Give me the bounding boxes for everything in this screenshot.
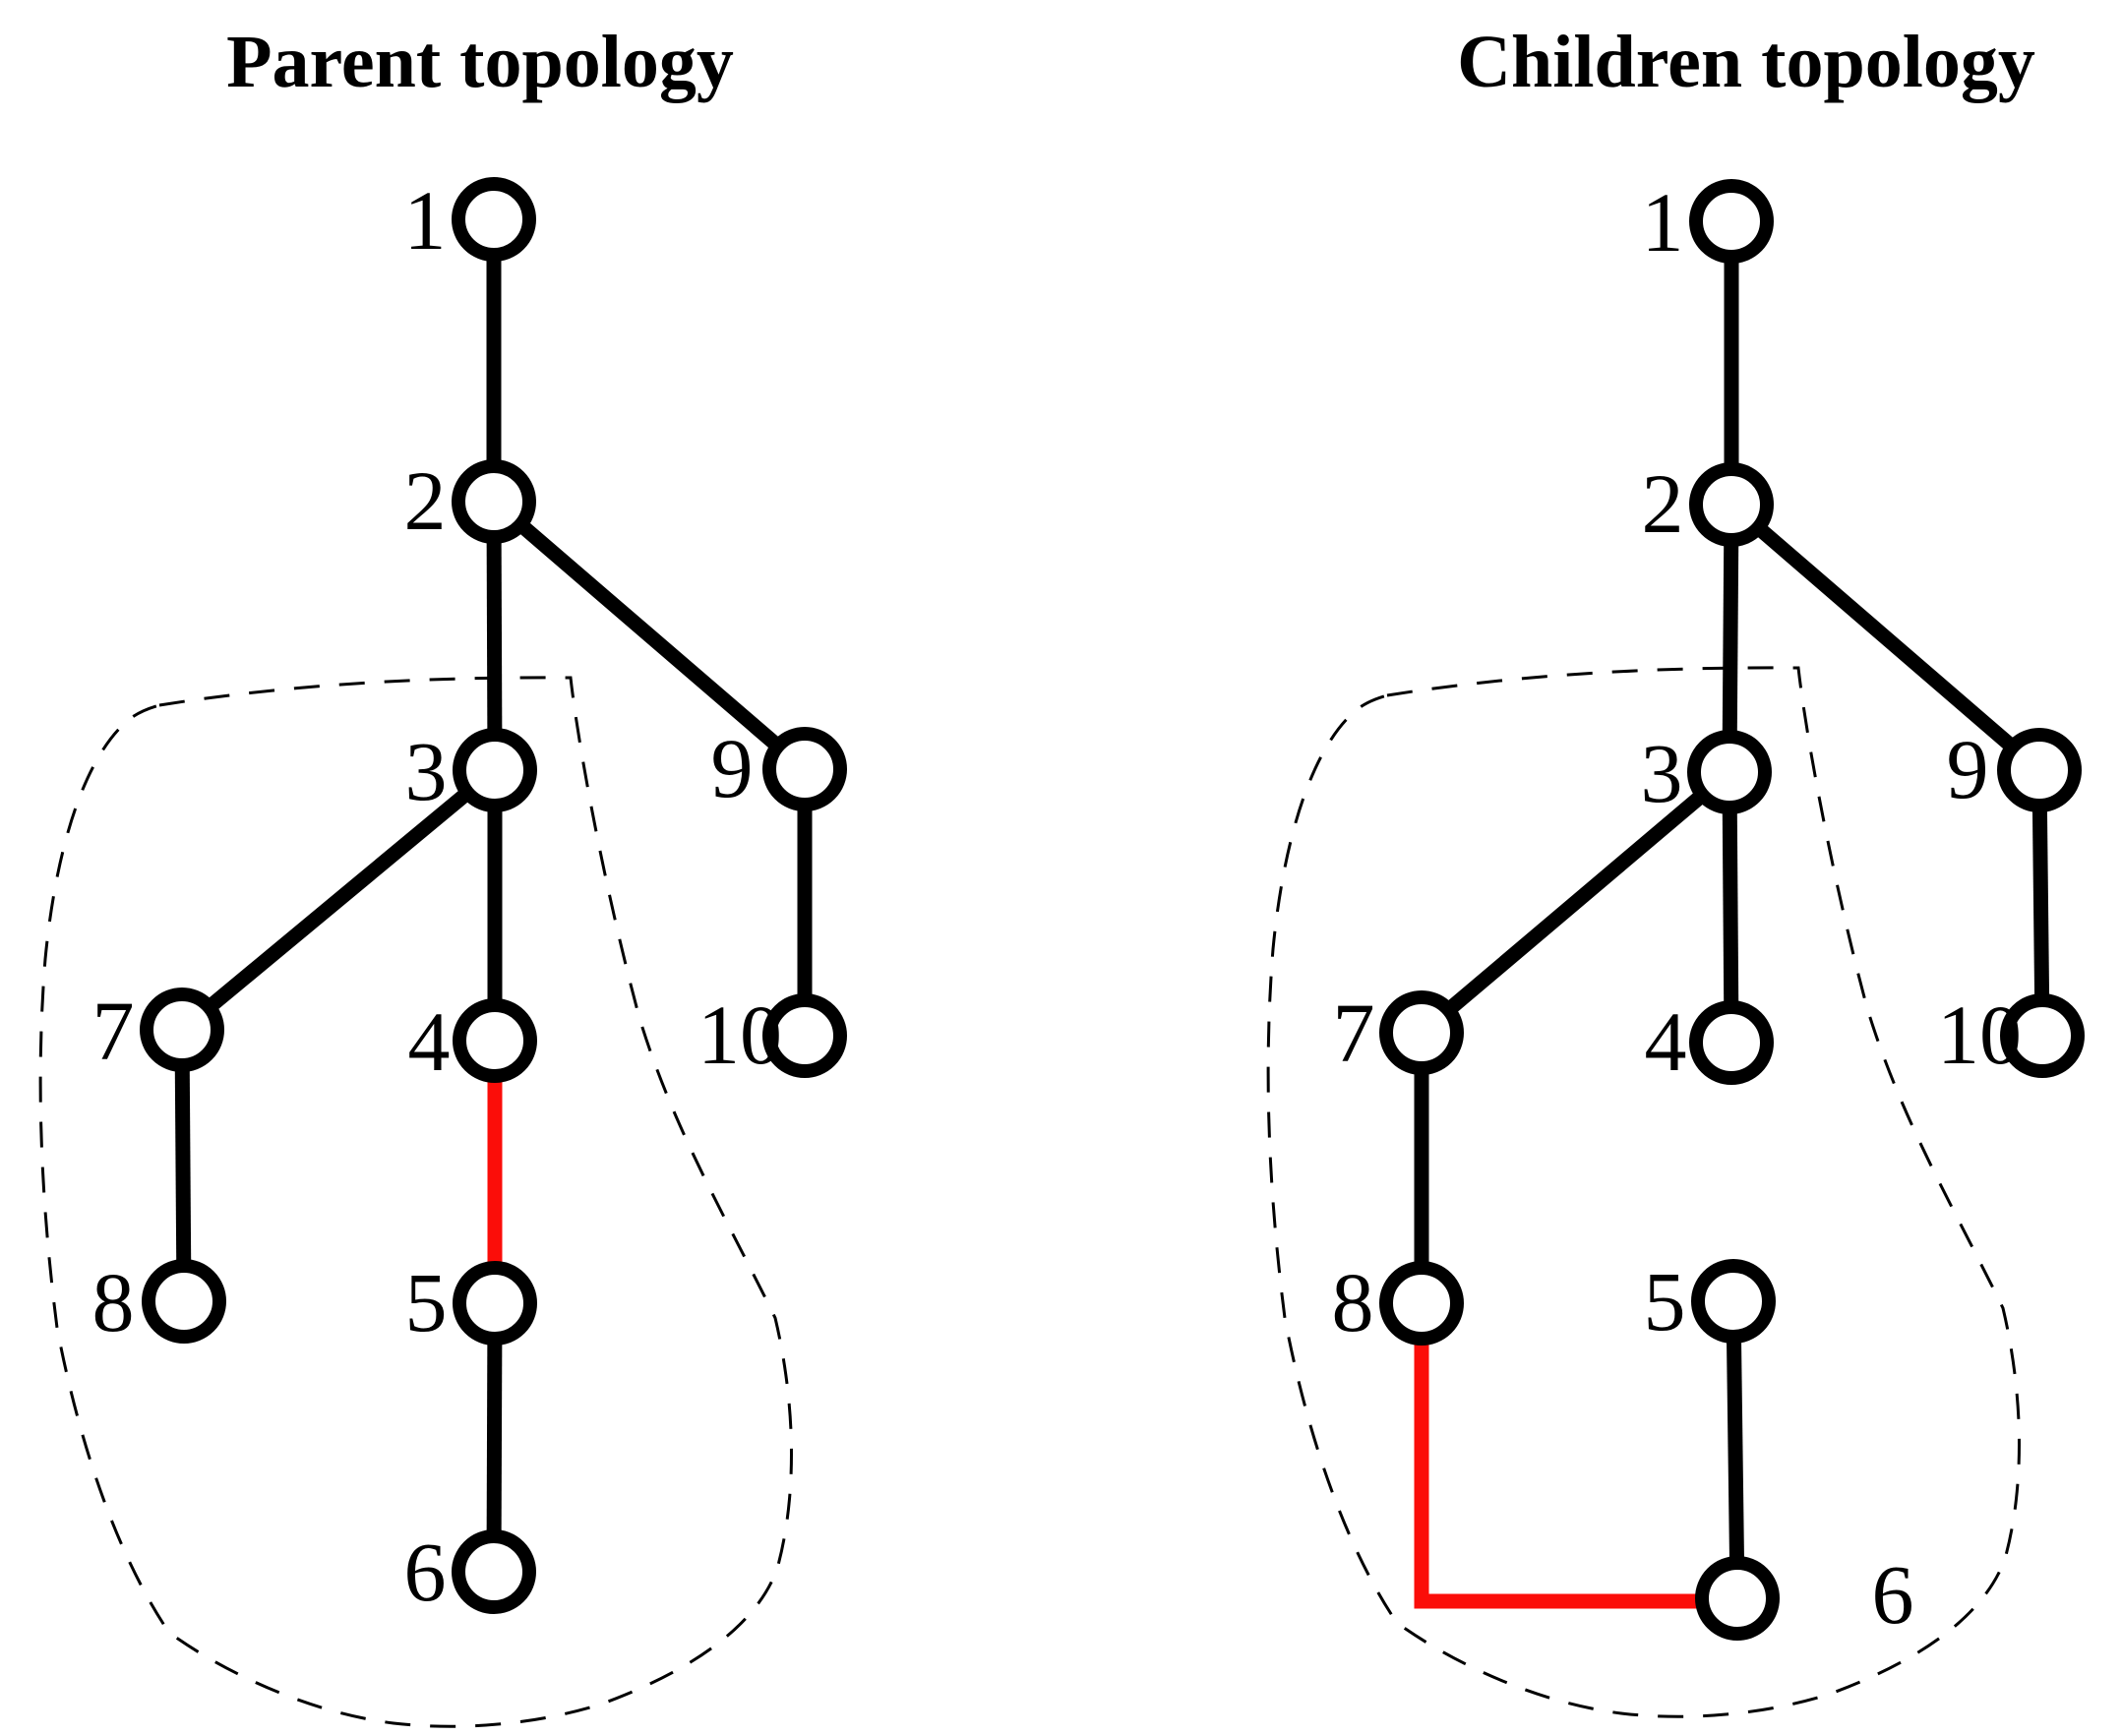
parent-topology-node-3 — [453, 728, 537, 812]
children-topology-node-7-label: 7 — [1333, 986, 1375, 1080]
children-topology-node-7 — [1379, 990, 1464, 1075]
children-topology-edge-8-6-highlighted — [1414, 1303, 1737, 1609]
parent-topology-node-8-label: 8 — [92, 1255, 135, 1349]
children-topology-edge-2-3 — [1722, 504, 1739, 773]
parent-topology-node-1 — [452, 177, 536, 262]
parent-topology-node-2-label: 2 — [404, 453, 447, 548]
parent-topology-node-6 — [452, 1529, 536, 1614]
parent-topology-node-7-label: 7 — [92, 984, 135, 1078]
parent-topology-group: 1 2 3 9 7 4 10 8 5 6 — [38, 173, 847, 1728]
parent-topology-node-4 — [453, 998, 537, 1083]
children-topology-node-2-label: 2 — [1642, 456, 1684, 551]
children-topology-edge-9-10 — [2031, 769, 2050, 1037]
children-topology-edge-3-4 — [1722, 771, 1739, 1044]
children-topology-node-9-label: 9 — [1947, 722, 1989, 816]
children-topology-node-3-label: 3 — [1641, 726, 1683, 820]
children-topology-node-6-label: 6 — [1872, 1547, 1914, 1642]
children-topology-node-9 — [1997, 728, 2082, 812]
children-topology-node-8-label: 8 — [1332, 1255, 1374, 1349]
parent-topology-title: Parent topology — [226, 21, 734, 103]
children-topology-node-5 — [1691, 1259, 1776, 1344]
children-topology-edge-2-9 — [1727, 499, 2044, 776]
parent-topology-subtree-outline — [38, 676, 793, 1728]
parent-topology-node-10-label: 10 — [697, 988, 782, 1082]
parent-topology-node-9-label: 9 — [711, 721, 754, 815]
children-topology-node-8 — [1379, 1261, 1464, 1346]
children-topology-node-3 — [1687, 730, 1772, 814]
parent-topology-node-3-label: 3 — [405, 724, 448, 818]
parent-topology-edge-2-3 — [486, 501, 503, 771]
children-topology-node-2 — [1689, 462, 1774, 547]
parent-topology-edge-5-6 — [486, 1302, 503, 1573]
parent-topology-edge-2-9 — [489, 496, 810, 775]
children-topology-node-10 — [2000, 993, 2085, 1078]
parent-topology-node-1-label: 1 — [404, 173, 447, 268]
parent-topology-edge-3-7 — [177, 764, 500, 1036]
parent-topology-node-6-label: 6 — [404, 1525, 447, 1619]
parent-topology-edge-7-8 — [174, 1029, 192, 1302]
children-topology-group: 1 2 3 9 7 4 10 8 5 6 — [1266, 175, 2085, 1718]
children-topology-edge-5-6 — [1726, 1300, 1745, 1599]
parent-topology-node-9 — [762, 727, 847, 811]
parent-topology-node-5-label: 5 — [405, 1255, 448, 1349]
children-topology-node-10-label: 10 — [1937, 988, 2022, 1082]
children-topology-node-4 — [1689, 1000, 1774, 1085]
children-topology-title: Children topology — [1457, 21, 2035, 103]
children-topology-edge-3-7 — [1417, 766, 1734, 1039]
children-topology-node-4-label: 4 — [1645, 994, 1687, 1089]
parent-topology-node-5 — [453, 1261, 537, 1346]
parent-topology-node-8 — [142, 1259, 226, 1344]
children-topology-node-6 — [1695, 1556, 1780, 1641]
parent-topology-node-7 — [140, 988, 224, 1072]
children-topology-node-1 — [1689, 179, 1774, 264]
parent-topology-node-4-label: 4 — [408, 994, 451, 1089]
children-topology-node-1-label: 1 — [1642, 175, 1684, 269]
children-topology-subtree-outline — [1266, 666, 2021, 1718]
children-topology-node-5-label: 5 — [1644, 1254, 1686, 1348]
parent-topology-node-2 — [452, 459, 536, 544]
parent-topology-node-10 — [762, 993, 847, 1078]
